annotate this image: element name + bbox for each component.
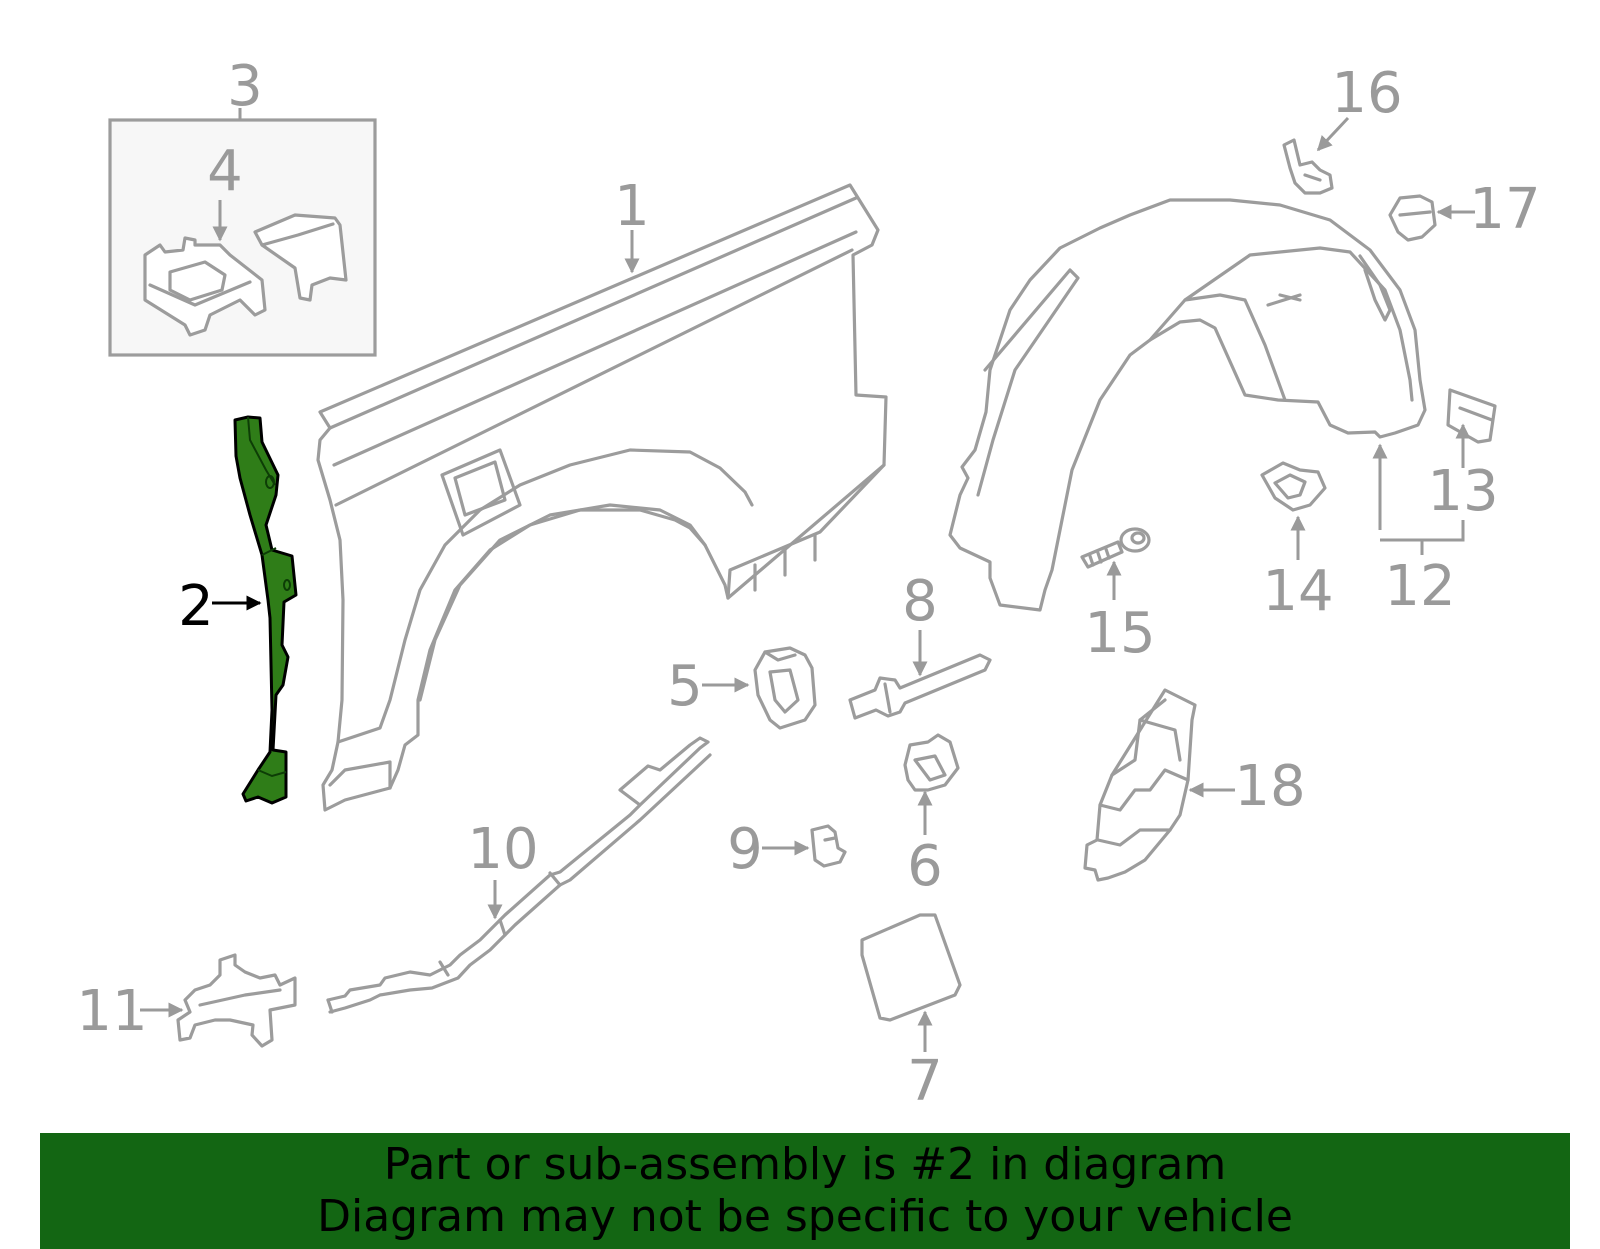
callout-1[interactable]: 1 xyxy=(614,174,650,239)
banner-line-2: Diagram may not be specific to your vehi… xyxy=(317,1191,1293,1242)
callout-18[interactable]: 18 xyxy=(1234,754,1305,819)
callout-3[interactable]: 3 xyxy=(227,54,263,119)
part-4-bracket[interactable] xyxy=(143,213,348,337)
part-12-wheelhouse-liner[interactable] xyxy=(948,198,1465,612)
part-18-liner-piece[interactable] xyxy=(1083,688,1197,882)
callout-9[interactable]: 9 xyxy=(727,817,763,882)
callout-5[interactable]: 5 xyxy=(667,654,703,719)
callout-7[interactable]: 7 xyxy=(907,1049,943,1114)
callout-4[interactable]: 4 xyxy=(207,139,243,204)
callout-12[interactable]: 12 xyxy=(1384,554,1455,619)
callout-15[interactable]: 15 xyxy=(1084,601,1155,666)
callout-11[interactable]: 11 xyxy=(76,979,147,1044)
part-2-highlighted[interactable] xyxy=(233,415,298,805)
part-9-clip[interactable] xyxy=(810,824,847,868)
callout-10[interactable]: 10 xyxy=(467,817,538,882)
part-17-clip[interactable] xyxy=(1388,194,1437,242)
part-11-bracket[interactable] xyxy=(176,953,297,1048)
callout-16[interactable]: 16 xyxy=(1331,61,1402,126)
callout-17[interactable]: 17 xyxy=(1469,177,1540,242)
part-8-rod[interactable] xyxy=(848,653,992,720)
callout-2[interactable]: 2 xyxy=(178,574,214,639)
banner-line-1: Part or sub-assembly is #2 in diagram xyxy=(383,1139,1227,1190)
leader-16 xyxy=(1316,116,1350,152)
part-5-bumper[interactable] xyxy=(753,646,817,730)
part-13-pad[interactable] xyxy=(1446,388,1497,444)
callout-8[interactable]: 8 xyxy=(902,569,938,634)
part-6-retainer[interactable] xyxy=(903,733,960,792)
callout-13[interactable]: 13 xyxy=(1427,459,1498,524)
part-7-fuel-door[interactable] xyxy=(860,913,962,1022)
info-banner: Part or sub-assembly is #2 in diagram Di… xyxy=(40,1133,1570,1249)
part-15-bolt[interactable] xyxy=(1080,527,1151,569)
callout-6[interactable]: 6 xyxy=(907,834,943,899)
part-10-tube[interactable] xyxy=(326,736,712,1014)
part-16-push-pin[interactable] xyxy=(1282,138,1334,195)
part-14-clip[interactable] xyxy=(1260,461,1327,512)
callout-14[interactable]: 14 xyxy=(1262,559,1333,624)
part-1-quarter-panel[interactable] xyxy=(316,183,888,812)
